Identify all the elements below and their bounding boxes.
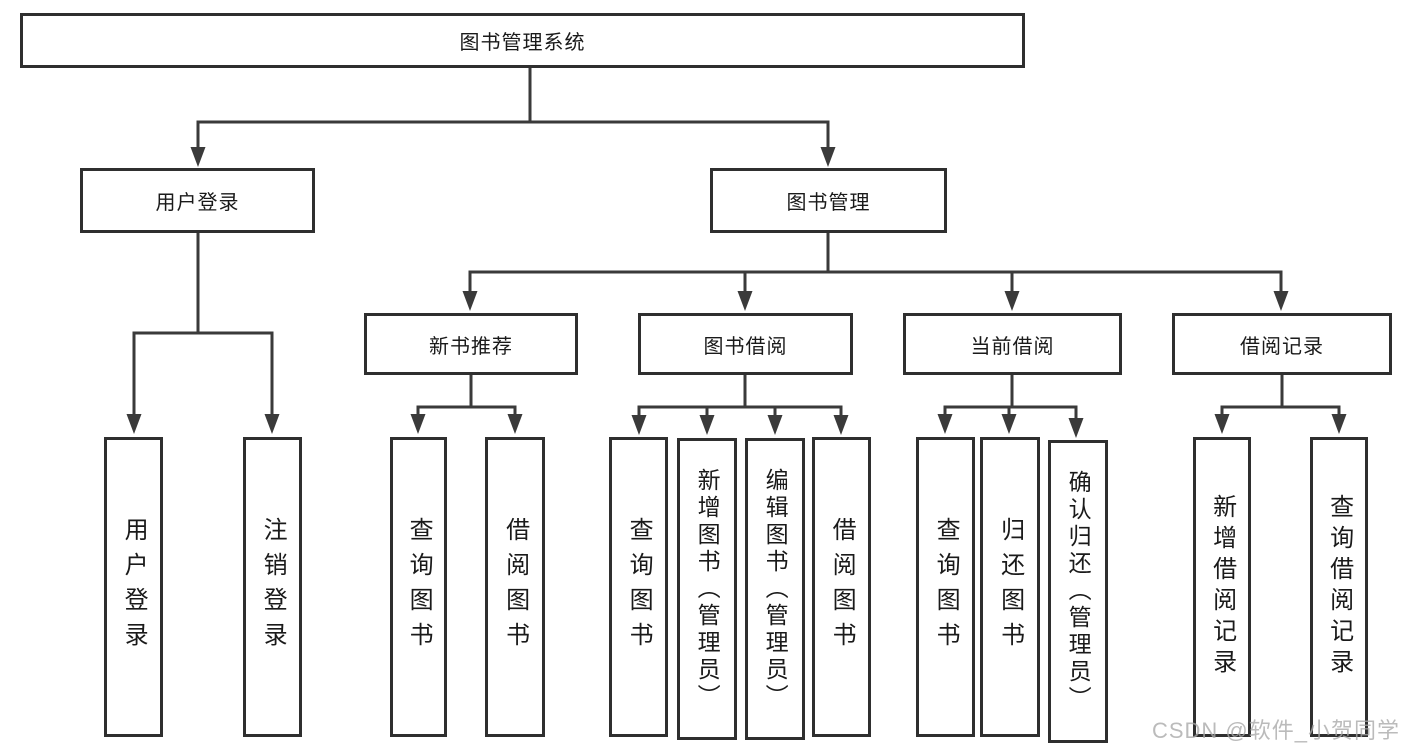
leaf-current-confirm-return-admin: 确认归还（管理员） — [1048, 440, 1108, 743]
leaf-borrowing-edit-books-admin-label: 编辑图书（管理员） — [762, 467, 789, 711]
connector-current-borrowing-to-leaves — [943, 375, 1078, 422]
leaf-logout: 注销登录 — [243, 437, 302, 737]
leaf-current-query-books-label: 查询图书 — [932, 517, 960, 657]
leaf-current-return-books-label: 归还图书 — [996, 517, 1024, 657]
node-root-label: 图书管理系统 — [459, 32, 586, 54]
leaf-current-return-books: 归还图书 — [980, 437, 1040, 737]
leaf-recommend-borrow-books-label: 借阅图书 — [501, 517, 529, 657]
leaf-borrowing-borrow-books: 借阅图书 — [812, 437, 871, 737]
leaf-borrowing-add-books-admin: 新增图书（管理员） — [677, 438, 737, 740]
leaf-records-query-borrow-record: 查询借阅记录 — [1310, 437, 1368, 737]
watermark: CSDN @软件_小贺同学 — [1151, 718, 1400, 743]
leaf-recommend-query-books-label: 查询图书 — [405, 517, 433, 657]
node-book-management: 图书管理 — [710, 168, 947, 233]
leaf-records-add-borrow-record: 新增借阅记录 — [1193, 437, 1251, 737]
connector-book-management-to-level2 — [468, 233, 1283, 294]
connector-new-book-recommendation-to-leaves — [416, 375, 517, 418]
leaf-records-query-borrow-record-label: 查询借阅记录 — [1325, 494, 1353, 680]
connector-borrowing-records-to-leaves — [1220, 375, 1341, 418]
arrowheads — [126, 147, 1347, 438]
leaf-records-add-borrow-record-label: 新增借阅记录 — [1208, 494, 1236, 680]
leaf-borrowing-edit-books-admin: 编辑图书（管理员） — [745, 438, 805, 740]
leaf-borrowing-borrow-books-label: 借阅图书 — [828, 517, 856, 657]
node-new-book-recommendation: 新书推荐 — [364, 313, 578, 375]
node-user-login: 用户登录 — [80, 168, 315, 233]
leaf-user-login: 用户登录 — [104, 437, 163, 737]
node-borrowing-records-label: 借阅记录 — [1240, 335, 1324, 358]
node-current-borrowing-label: 当前借阅 — [970, 335, 1055, 358]
connector-root-to-level1 — [196, 68, 830, 150]
leaf-recommend-borrow-books: 借阅图书 — [485, 437, 545, 737]
node-new-book-recommendation-label: 新书推荐 — [429, 335, 513, 358]
node-user-login-label: 用户登录 — [155, 192, 240, 214]
leaf-borrowing-query-books: 查询图书 — [609, 437, 668, 737]
node-current-borrowing: 当前借阅 — [903, 313, 1122, 375]
leaf-current-query-books: 查询图书 — [916, 437, 975, 737]
node-root: 图书管理系统 — [20, 13, 1025, 68]
leaf-current-confirm-return-admin-label: 确认归还（管理员） — [1065, 470, 1092, 713]
node-book-management-label: 图书管理 — [786, 192, 871, 214]
node-borrowing-records: 借阅记录 — [1172, 313, 1392, 375]
node-book-borrowing: 图书借阅 — [638, 313, 853, 375]
leaf-borrowing-query-books-label: 查询图书 — [625, 517, 653, 657]
leaf-logout-label: 注销登录 — [259, 517, 287, 657]
leaf-recommend-query-books: 查询图书 — [390, 437, 447, 737]
connector-user-login-to-leaves — [132, 233, 274, 418]
node-book-borrowing-label: 图书借阅 — [703, 335, 788, 358]
connector-book-borrowing-to-leaves — [637, 375, 843, 419]
leaf-borrowing-add-books-admin-label: 新增图书（管理员） — [694, 467, 721, 711]
leaf-user-login-label: 用户登录 — [120, 517, 148, 657]
